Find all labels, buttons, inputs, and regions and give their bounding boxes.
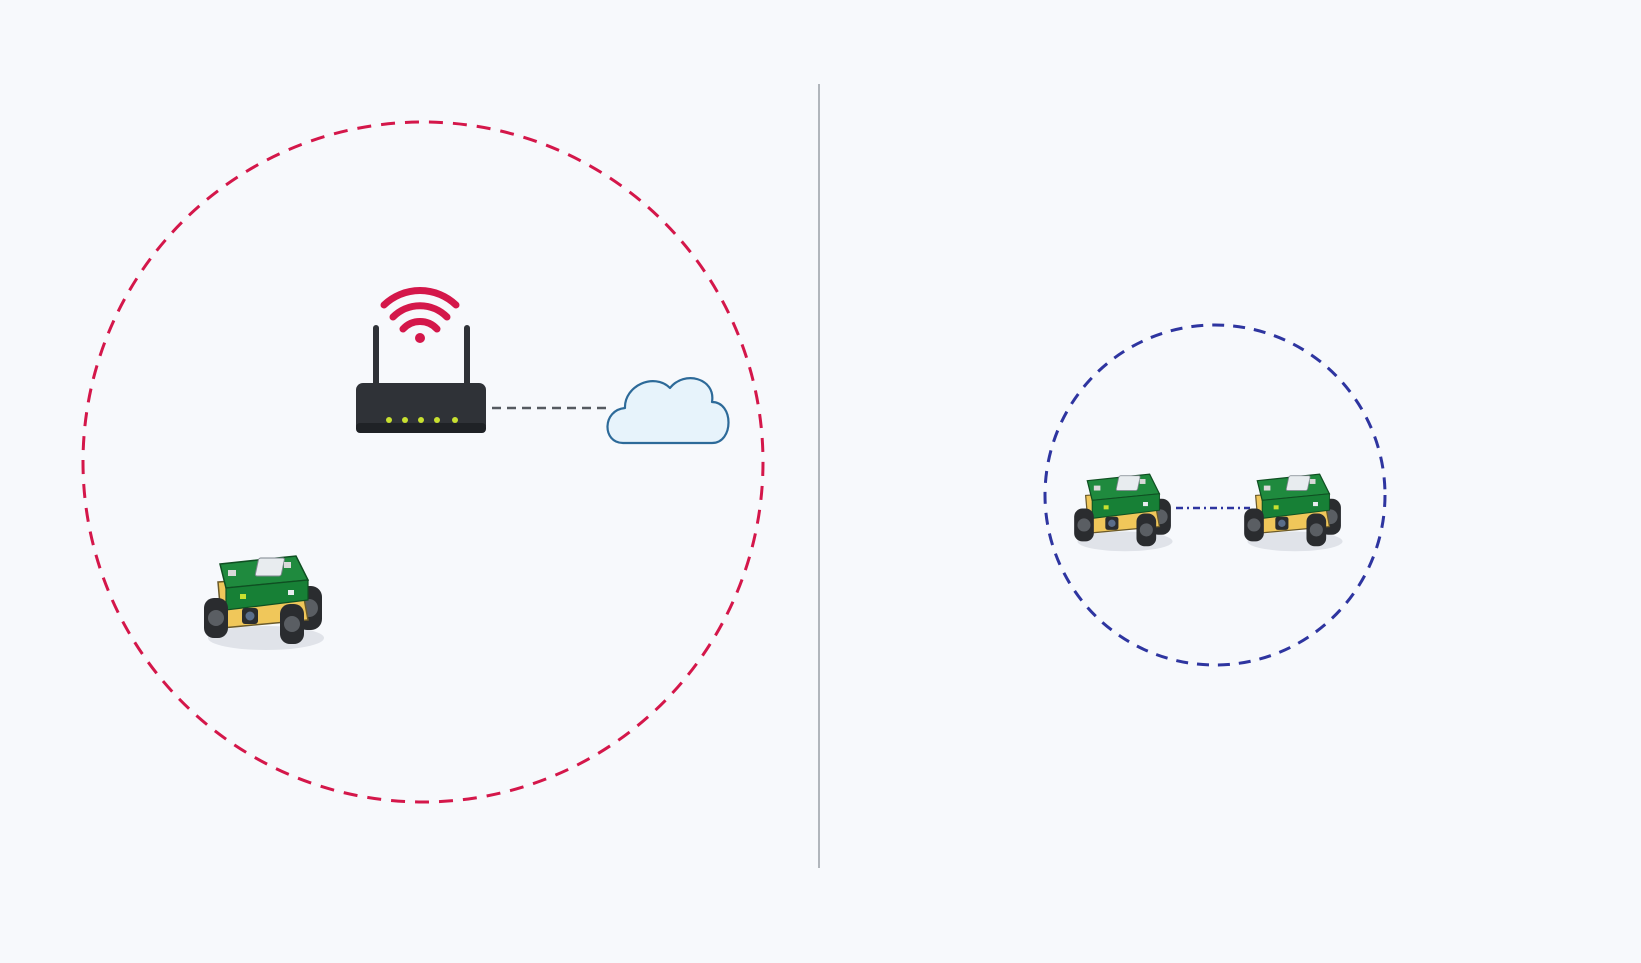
robot-car-icon (1073, 473, 1174, 552)
cloud-icon (606, 377, 730, 445)
wifi-coverage-circle (81, 120, 765, 804)
left-panel-wifi-network (81, 120, 765, 804)
wifi-icon (380, 287, 460, 343)
router-icon (356, 325, 486, 433)
direct-range-circle (1043, 323, 1387, 667)
robot-car-icon (1243, 473, 1344, 552)
right-panel-direct-link (1043, 323, 1387, 667)
robot-car-icon (203, 555, 325, 651)
